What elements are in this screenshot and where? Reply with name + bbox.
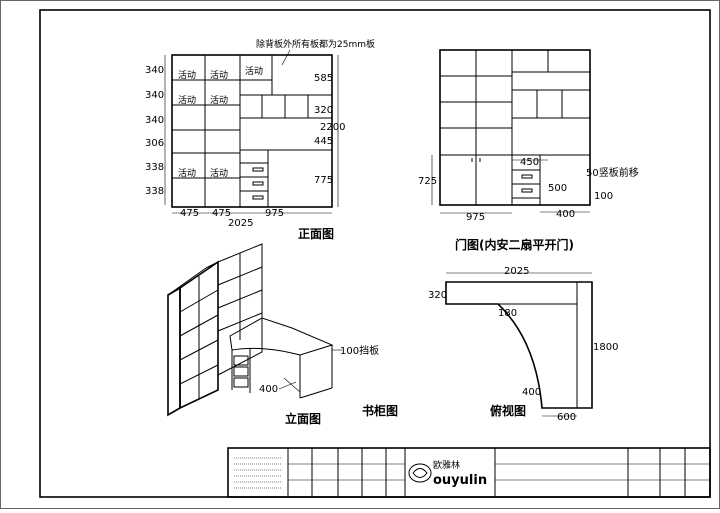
dim-180: 180	[498, 308, 517, 319]
dim-left: 306	[145, 138, 164, 149]
dim-elevation: 400	[259, 384, 278, 395]
dim-door-height: 725	[418, 176, 437, 187]
dim-left: 340	[145, 115, 164, 126]
brand-name-en: ouyulin	[433, 473, 487, 488]
drawer	[233, 366, 249, 377]
drawer-handle	[252, 195, 264, 200]
dim-depth: 320	[428, 290, 447, 301]
drawer-handle	[521, 174, 533, 179]
movable-shelf-label: 活动	[178, 69, 196, 81]
movable-shelf-label: 活动	[245, 65, 263, 77]
dim-right: 320	[314, 105, 333, 116]
dim-bottom: 475	[212, 208, 231, 219]
dim-door-width: 975	[466, 212, 485, 223]
dim-bottom-offset: 100	[594, 191, 613, 202]
dim-drawer-width: 450	[520, 157, 539, 168]
drawing-frame	[39, 9, 711, 498]
brand-name-cn: 欧雅林	[433, 459, 460, 471]
note-leader	[281, 49, 291, 66]
dim-left: 340	[145, 90, 164, 101]
dim-total-height: 2200	[320, 122, 345, 133]
elevation-view-title: 立面图	[285, 411, 321, 426]
dim-bottom-600: 600	[557, 412, 576, 423]
movable-shelf-label: 活动	[210, 94, 228, 106]
movable-shelf-label: 活动	[178, 167, 196, 179]
logo-mark	[408, 463, 432, 483]
dim-bottom: 975	[265, 208, 284, 219]
drawer	[233, 377, 249, 388]
door-view: 725 975 450 500 50竖板前移 100 400 门图(内安二扇平开…	[418, 49, 639, 252]
title-block-notes	[234, 457, 282, 489]
front-view-title: 正面图	[298, 227, 334, 241]
movable-shelf-label: 活动	[210, 69, 228, 81]
front-cabinet-outline	[171, 54, 333, 208]
front-view-note: 除背板外所有板都为25mm板	[256, 38, 375, 50]
movable-shelf-label: 活动	[210, 167, 228, 179]
door-view-title: 门图(内安二扇平开门)	[455, 237, 574, 252]
drawer	[233, 355, 249, 366]
dim-left: 338	[145, 186, 164, 197]
dim-total-width: 2025	[228, 218, 253, 229]
dim-top-width: 2025	[504, 266, 529, 277]
baffle-note: 100挡板	[340, 344, 379, 357]
elevation-view: 100挡板 400 立面图	[167, 243, 379, 426]
drawer-handle	[252, 167, 264, 172]
dim-right: 445	[314, 136, 333, 147]
dim-right: 585	[314, 73, 333, 84]
drawer-handle	[252, 181, 264, 186]
drawer-handle	[521, 188, 533, 193]
dim-400: 400	[522, 387, 541, 398]
dim-bottom: 475	[180, 208, 199, 219]
dim-drawer-height: 500	[548, 183, 567, 194]
brand-logo: 欧雅林 ouyulin	[408, 459, 487, 488]
dim-offset: 400	[556, 209, 575, 220]
dim-top-height: 1800	[593, 342, 618, 353]
vertical-panel-note: 50竖板前移	[586, 166, 639, 179]
top-view-outline	[445, 281, 593, 409]
drawing-caption: 书柜图	[362, 403, 398, 418]
dim-left: 338	[145, 162, 164, 173]
movable-shelf-label: 活动	[178, 94, 196, 106]
top-view-title: 俯视图	[490, 403, 526, 418]
dim-left: 340	[145, 65, 164, 76]
front-view: 除背板外所有板都为25mm板 活动 活动 活动 活动 活动 活动 活动	[145, 38, 375, 241]
title-block: 欧雅林 ouyulin	[227, 447, 711, 498]
top-view: 2025 320 180 1800 400 600 俯视图	[428, 266, 618, 423]
desk-top	[229, 317, 334, 356]
dim-right: 775	[314, 175, 333, 186]
